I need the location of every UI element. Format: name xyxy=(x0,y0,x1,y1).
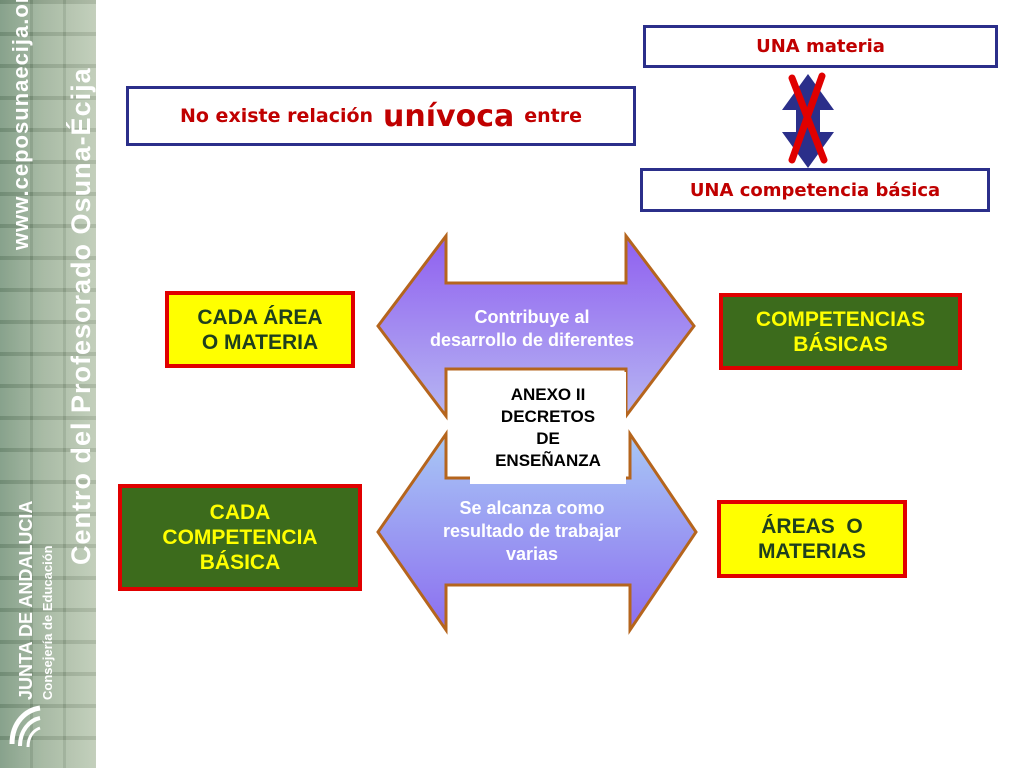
contribuye-line2: desarrollo de diferentes xyxy=(429,330,635,350)
contribuye-text: Contribuye al desarrollo de diferentes xyxy=(392,306,672,352)
cada-comp-line3: BÁSICA xyxy=(199,551,281,574)
alcanza-line2: resultado de trabajar xyxy=(442,521,622,541)
cada-comp-line1: CADA xyxy=(209,501,271,524)
no-existe-post: entre xyxy=(524,105,583,127)
red-x-icon xyxy=(788,72,828,164)
anexo-line3: DE xyxy=(536,429,560,448)
cada-area-line1: CADA ÁREA xyxy=(197,305,323,329)
keyboard-background xyxy=(0,0,96,768)
areas-line1: ÁREAS O xyxy=(761,515,863,538)
una-materia-label: UNA materia xyxy=(756,36,885,57)
alcanza-text: Se alcanza como resultado de trabajar va… xyxy=(392,497,672,566)
no-existe-big: unívoca xyxy=(383,98,515,134)
anexo-line4: ENSEÑANZA xyxy=(495,451,601,470)
anexo-line1: ANEXO II xyxy=(510,385,586,404)
una-competencia-box: UNA competencia básica xyxy=(640,168,990,212)
areas-line2: MATERIAS xyxy=(757,540,867,563)
sidebar-banner: www.ceposunaecija.org Centro del Profeso… xyxy=(0,0,96,768)
competencias-line1: COMPETENCIAS xyxy=(755,307,926,331)
areas-materias-box: ÁREAS O MATERIAS xyxy=(717,500,907,578)
alcanza-line3: varias xyxy=(505,544,559,564)
competencias-box: COMPETENCIAS BÁSICAS xyxy=(719,293,962,370)
junta-logo-icon xyxy=(9,705,41,748)
competencias-line2: BÁSICAS xyxy=(793,332,888,356)
anexo-box: ANEXO II DECRETOS DE ENSEÑANZA xyxy=(470,372,626,484)
una-competencia-label: UNA competencia básica xyxy=(689,179,941,201)
no-existe-pre: No existe relación xyxy=(179,105,374,127)
no-existe-box: No existe relación unívoca entre xyxy=(126,86,636,146)
cada-competencia-box: CADA COMPETENCIA BÁSICA xyxy=(118,484,362,591)
upper-double-arrow xyxy=(376,231,696,421)
cada-area-line2: O MATERIA xyxy=(201,330,319,354)
cada-comp-line2: COMPETENCIA xyxy=(162,526,318,549)
cada-area-box: CADA ÁREA O MATERIA xyxy=(165,291,355,368)
anexo-line2: DECRETOS xyxy=(500,407,596,426)
alcanza-line1: Se alcanza como xyxy=(459,498,605,518)
una-materia-box: UNA materia xyxy=(643,25,998,68)
contribuye-line1: Contribuye al xyxy=(474,307,590,327)
